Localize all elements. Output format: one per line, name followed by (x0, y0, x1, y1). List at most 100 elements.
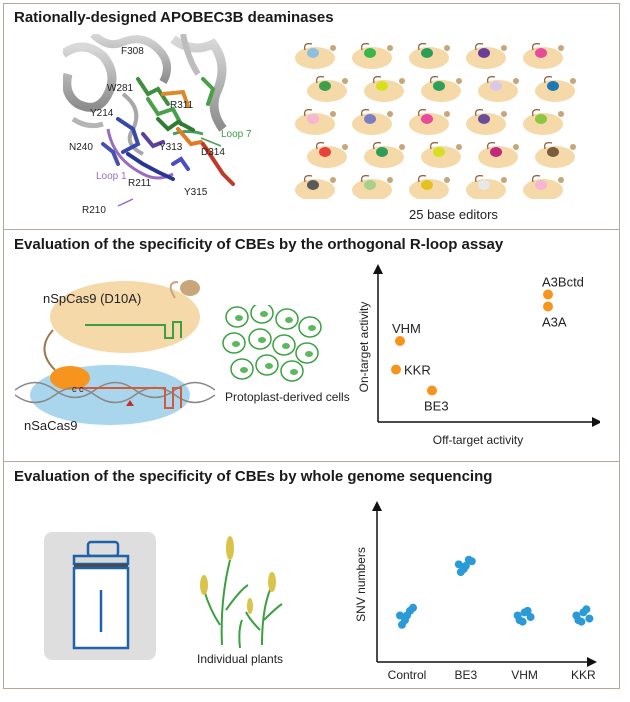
base-editor-18 (421, 142, 462, 168)
base-editor-4 (466, 43, 507, 69)
panel-divider-2 (3, 461, 620, 462)
loop7-label: Loop 7 (221, 129, 252, 140)
y-axis-arrow (373, 264, 383, 274)
point-kkr (585, 614, 594, 623)
base-editor-23 (409, 175, 450, 199)
panel-3-title: Evaluation of the specificity of CBEs by… (14, 468, 493, 485)
protoplast-cells (222, 305, 322, 382)
panel-divider-1 (3, 229, 620, 230)
protoplast-cell (280, 360, 304, 382)
residue-label-Y315: Y315 (184, 187, 208, 198)
base-editor-7 (364, 76, 405, 102)
point-be3 (461, 561, 470, 570)
point-control (398, 620, 406, 629)
point-label-a3bctd: A3Bctd (542, 275, 584, 290)
residue-label-R211: R211 (128, 178, 152, 189)
y-axis-label: On-target activity (357, 302, 371, 393)
residue-label-Y214: Y214 (90, 108, 114, 119)
base-editor-9 (478, 76, 519, 102)
base-editor-25 (523, 175, 564, 199)
base-editor-11 (295, 109, 336, 135)
base-editor-12 (352, 109, 393, 135)
loop1-label: Loop 1 (96, 171, 127, 182)
base-editor-10 (535, 76, 576, 102)
category-label-kkr: KKR (571, 668, 596, 682)
y-axis-arrow (372, 501, 382, 511)
base-editor-19 (478, 142, 519, 168)
point-kkr (574, 616, 583, 625)
base-editor-8 (421, 76, 462, 102)
y-axis-label: SNV numbers (354, 547, 368, 622)
protoplast-cell (298, 316, 322, 338)
point-be3 (467, 557, 476, 566)
protoplast-cell (225, 306, 249, 328)
residue-label-R210: R210 (82, 205, 106, 216)
point-label-be3: BE3 (424, 399, 449, 414)
base-editor-16 (307, 142, 348, 168)
figure-frame (3, 3, 620, 689)
point-control (409, 603, 417, 612)
panel-1-title: Rationally-designed APOBEC3B deaminases (14, 9, 334, 26)
point-label-kkr: KKR (404, 363, 431, 378)
point-vhm (515, 616, 524, 625)
nsacas9-label: nSaCas9 (24, 418, 78, 433)
protoplast-cell (250, 305, 274, 324)
protoplast-cell (295, 342, 319, 364)
rloop-assay-diagram (15, 280, 215, 425)
protoplast-cell (272, 334, 296, 356)
base-editor-5 (523, 43, 564, 69)
residue-label-R311: R311 (170, 100, 194, 111)
point-vhm (520, 608, 529, 617)
base-editor-grid (295, 43, 576, 199)
base-editor-1 (295, 43, 336, 69)
point-be3 (454, 560, 463, 569)
nspcas9-label: nSpCas9 (D10A) (43, 291, 142, 306)
base-editor-6 (307, 76, 348, 102)
residue-label-N240: N240 (69, 142, 93, 153)
base-editor-13 (409, 109, 450, 135)
point-label-a3a: A3A (542, 315, 567, 330)
protoplast-cell (222, 332, 246, 354)
category-label-control: Control (388, 668, 427, 682)
x-axis-arrow (587, 657, 597, 667)
point-be3 (427, 385, 437, 396)
x-axis-arrow (592, 417, 600, 427)
rice-plants-icon (200, 536, 283, 649)
protoplast-cell (255, 354, 279, 376)
base-editor-15 (523, 109, 564, 135)
point-vhm (395, 336, 405, 346)
base-editor-3 (409, 43, 450, 69)
specificity-scatter-chart: Off-target activity On-target activity A3B… (357, 264, 600, 447)
point-a3a (543, 301, 553, 312)
point-be3 (456, 568, 465, 577)
cells-label: Protoplast-derived cells (225, 390, 350, 404)
sequencer-icon (44, 532, 156, 660)
point-vhm (526, 613, 535, 622)
point-control (396, 611, 404, 620)
base-editor-17 (364, 142, 405, 168)
point-label-vhm: VHM (392, 321, 421, 336)
residue-label-W281: W281 (107, 83, 134, 94)
point-kkr (579, 608, 588, 617)
residue-label-F308: F308 (121, 46, 144, 57)
x-axis-label: Off-target activity (433, 433, 523, 447)
panel-2-title: Evaluation of the specificity of CBEs by… (14, 236, 504, 253)
base-editor-20 (535, 142, 576, 168)
base-editor-24 (466, 175, 507, 199)
point-kkr (391, 364, 401, 375)
cytosine-marks: c c (72, 384, 84, 394)
protein-structure (63, 34, 235, 207)
residue-label-Y313: Y313 (159, 142, 183, 153)
residue-label-D314: D314 (201, 147, 225, 158)
base-editor-14 (466, 109, 507, 135)
base-editor-21 (295, 175, 336, 199)
protoplast-cell (248, 328, 272, 350)
point-control (403, 611, 411, 620)
point-a3bctd (543, 289, 553, 300)
base-editor-2 (352, 43, 393, 69)
plants-label: Individual plants (197, 652, 284, 666)
protoplast-cell (275, 308, 299, 330)
base-editors-caption: 25 base editors (409, 207, 498, 222)
protoplast-cell (230, 358, 254, 380)
